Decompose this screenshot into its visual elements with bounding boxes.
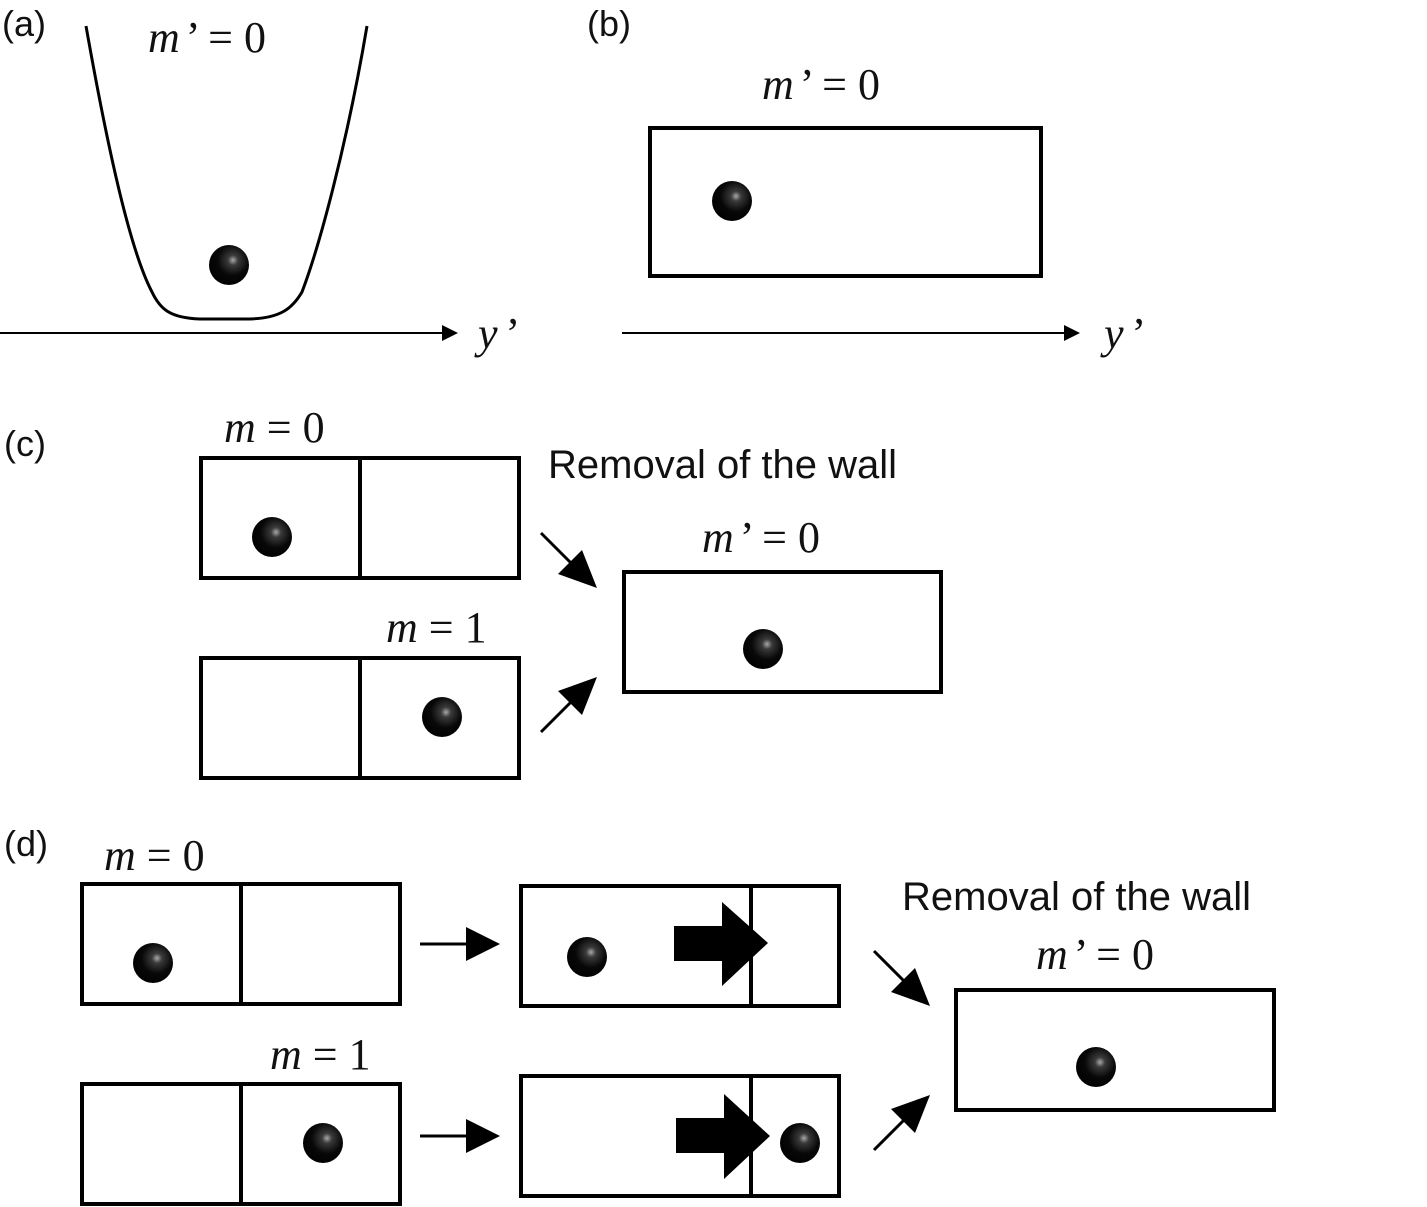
panel-b-state-label: m’ = 0 [762, 60, 880, 109]
panel-b-label: (b) [587, 3, 631, 44]
panel-a: (a) m’ = 0 y’ [0, 3, 520, 358]
merge-arrow-down-icon [539, 531, 577, 569]
single-well-box [954, 988, 1276, 1112]
particle-ball [1076, 1047, 1116, 1087]
panel-c-label: (c) [4, 423, 46, 464]
particle-ball [712, 181, 752, 221]
panel-d-bottom-label: m = 1 [270, 1030, 371, 1079]
panel-a-state-label: m’ = 0 [148, 13, 266, 62]
panel-d-top-label: m = 0 [104, 831, 205, 880]
push-wall-arrow-icon [674, 902, 768, 986]
potential-well-curve [84, 25, 369, 321]
panel-c-top-label: m = 0 [224, 403, 325, 452]
merge-arrow-up-icon [872, 1114, 910, 1152]
particle-ball [567, 937, 607, 977]
panel-c-bottom-label: m = 1 [386, 603, 487, 652]
panel-c: (c) m = 0 m = 1 Removal of the wall m’ =… [4, 403, 943, 780]
panel-a-label: (a) [2, 3, 46, 44]
arrowhead-icon [891, 1095, 930, 1133]
panel-d-label: (d) [4, 823, 48, 864]
piston-box-bottom [519, 1074, 841, 1198]
panel-c-caption: Removal of the wall [548, 443, 897, 487]
piston-box-top [519, 884, 841, 1008]
panel-d: (d) m = 0 m = 1 Removal of the wall m’ =… [4, 823, 1276, 1206]
panel-b: (b) m’ = 0 y’ [587, 3, 1146, 358]
axis-arrowhead-icon [442, 325, 458, 341]
panel-d-result-label: m’ = 0 [1036, 930, 1154, 979]
arrowhead-icon [558, 677, 597, 715]
arrowhead-icon [466, 1119, 500, 1153]
panel-b-axis-label: y’ [1100, 309, 1146, 358]
square-well-box [648, 126, 1043, 278]
particle-ball [209, 245, 249, 285]
axis-arrowhead-icon [1064, 325, 1080, 341]
particle-ball [303, 1123, 343, 1163]
particle-ball [743, 629, 783, 669]
particle-ball [252, 517, 292, 557]
push-wall-arrow-icon [676, 1094, 770, 1179]
panel-a-axis-label: y’ [474, 309, 520, 358]
merge-arrow-up-icon [539, 696, 577, 734]
particle-ball [422, 697, 462, 737]
particle-ball [780, 1123, 820, 1163]
single-well-box [622, 570, 943, 694]
arrowhead-icon [891, 968, 930, 1006]
particle-ball [133, 943, 173, 983]
arrowhead-icon [558, 550, 597, 588]
arrowhead-icon [466, 927, 500, 961]
panel-c-result-label: m’ = 0 [702, 513, 820, 562]
merge-arrow-down-icon [872, 949, 910, 987]
panel-d-caption: Removal of the wall [902, 875, 1251, 919]
